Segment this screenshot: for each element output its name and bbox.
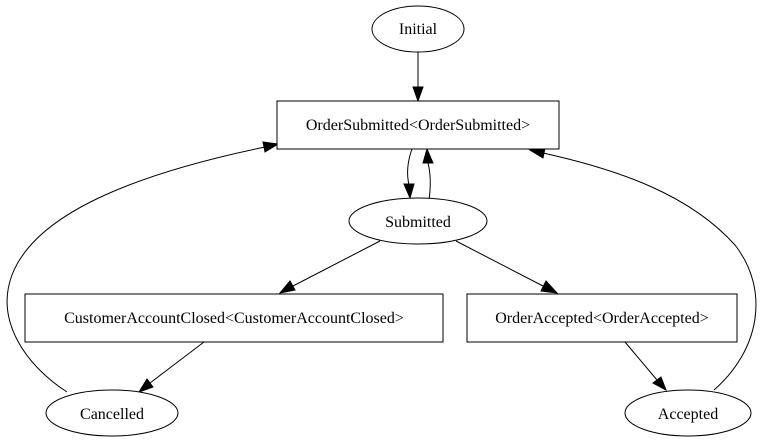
node-order-accepted-label: OrderAccepted<OrderAccepted> <box>495 310 708 327</box>
node-order-submitted-label: OrderSubmitted<OrderSubmitted> <box>306 117 530 134</box>
arrowhead-submitted-to-order-accepted <box>540 280 559 294</box>
edge-order-accepted-to-accepted <box>624 341 658 381</box>
node-order-accepted[interactable]: OrderAccepted<OrderAccepted> <box>466 293 738 343</box>
arrowhead-initial-to-order-submitted <box>412 86 424 103</box>
arrowhead-submitted-to-order-submitted <box>422 147 434 164</box>
node-initial[interactable]: Initial <box>371 5 465 53</box>
edge-submitted-to-customer-account-closed <box>292 240 381 287</box>
arrowhead-submitted-to-customer-account-closed <box>278 280 296 294</box>
node-accepted[interactable]: Accepted <box>624 389 752 437</box>
node-customer-account-closed[interactable]: CustomerAccountClosed<CustomerAccountClo… <box>24 293 444 343</box>
node-accepted-label: Accepted <box>658 406 718 423</box>
arrowhead-order-submitted-to-submitted <box>403 183 415 200</box>
arrowhead-customer-account-closed-to-cancelled <box>137 378 154 393</box>
node-submitted[interactable]: Submitted <box>348 197 488 245</box>
arrowhead-order-accepted-to-accepted <box>652 376 667 392</box>
node-submitted-label: Submitted <box>385 214 451 231</box>
edge-submitted-to-order-accepted <box>455 240 544 287</box>
edge-accepted-to-order-submitted <box>542 152 757 391</box>
node-order-submitted[interactable]: OrderSubmitted<OrderSubmitted> <box>276 100 560 150</box>
node-customer-account-closed-label: CustomerAccountClosed<CustomerAccountClo… <box>64 310 404 327</box>
edges <box>6 52 757 393</box>
nodes: Initial OrderSubmitted<OrderSubmitted> S… <box>24 5 752 437</box>
node-cancelled[interactable]: Cancelled <box>45 389 179 437</box>
edge-customer-account-closed-to-cancelled <box>149 341 205 384</box>
edge-order-submitted-to-submitted <box>407 148 413 186</box>
arrowhead-cancelled-to-order-submitted <box>262 141 280 153</box>
edge-submitted-to-order-submitted <box>427 162 431 201</box>
node-cancelled-label: Cancelled <box>80 406 144 423</box>
node-initial-label: Initial <box>399 21 438 38</box>
edge-cancelled-to-order-submitted <box>6 146 266 393</box>
